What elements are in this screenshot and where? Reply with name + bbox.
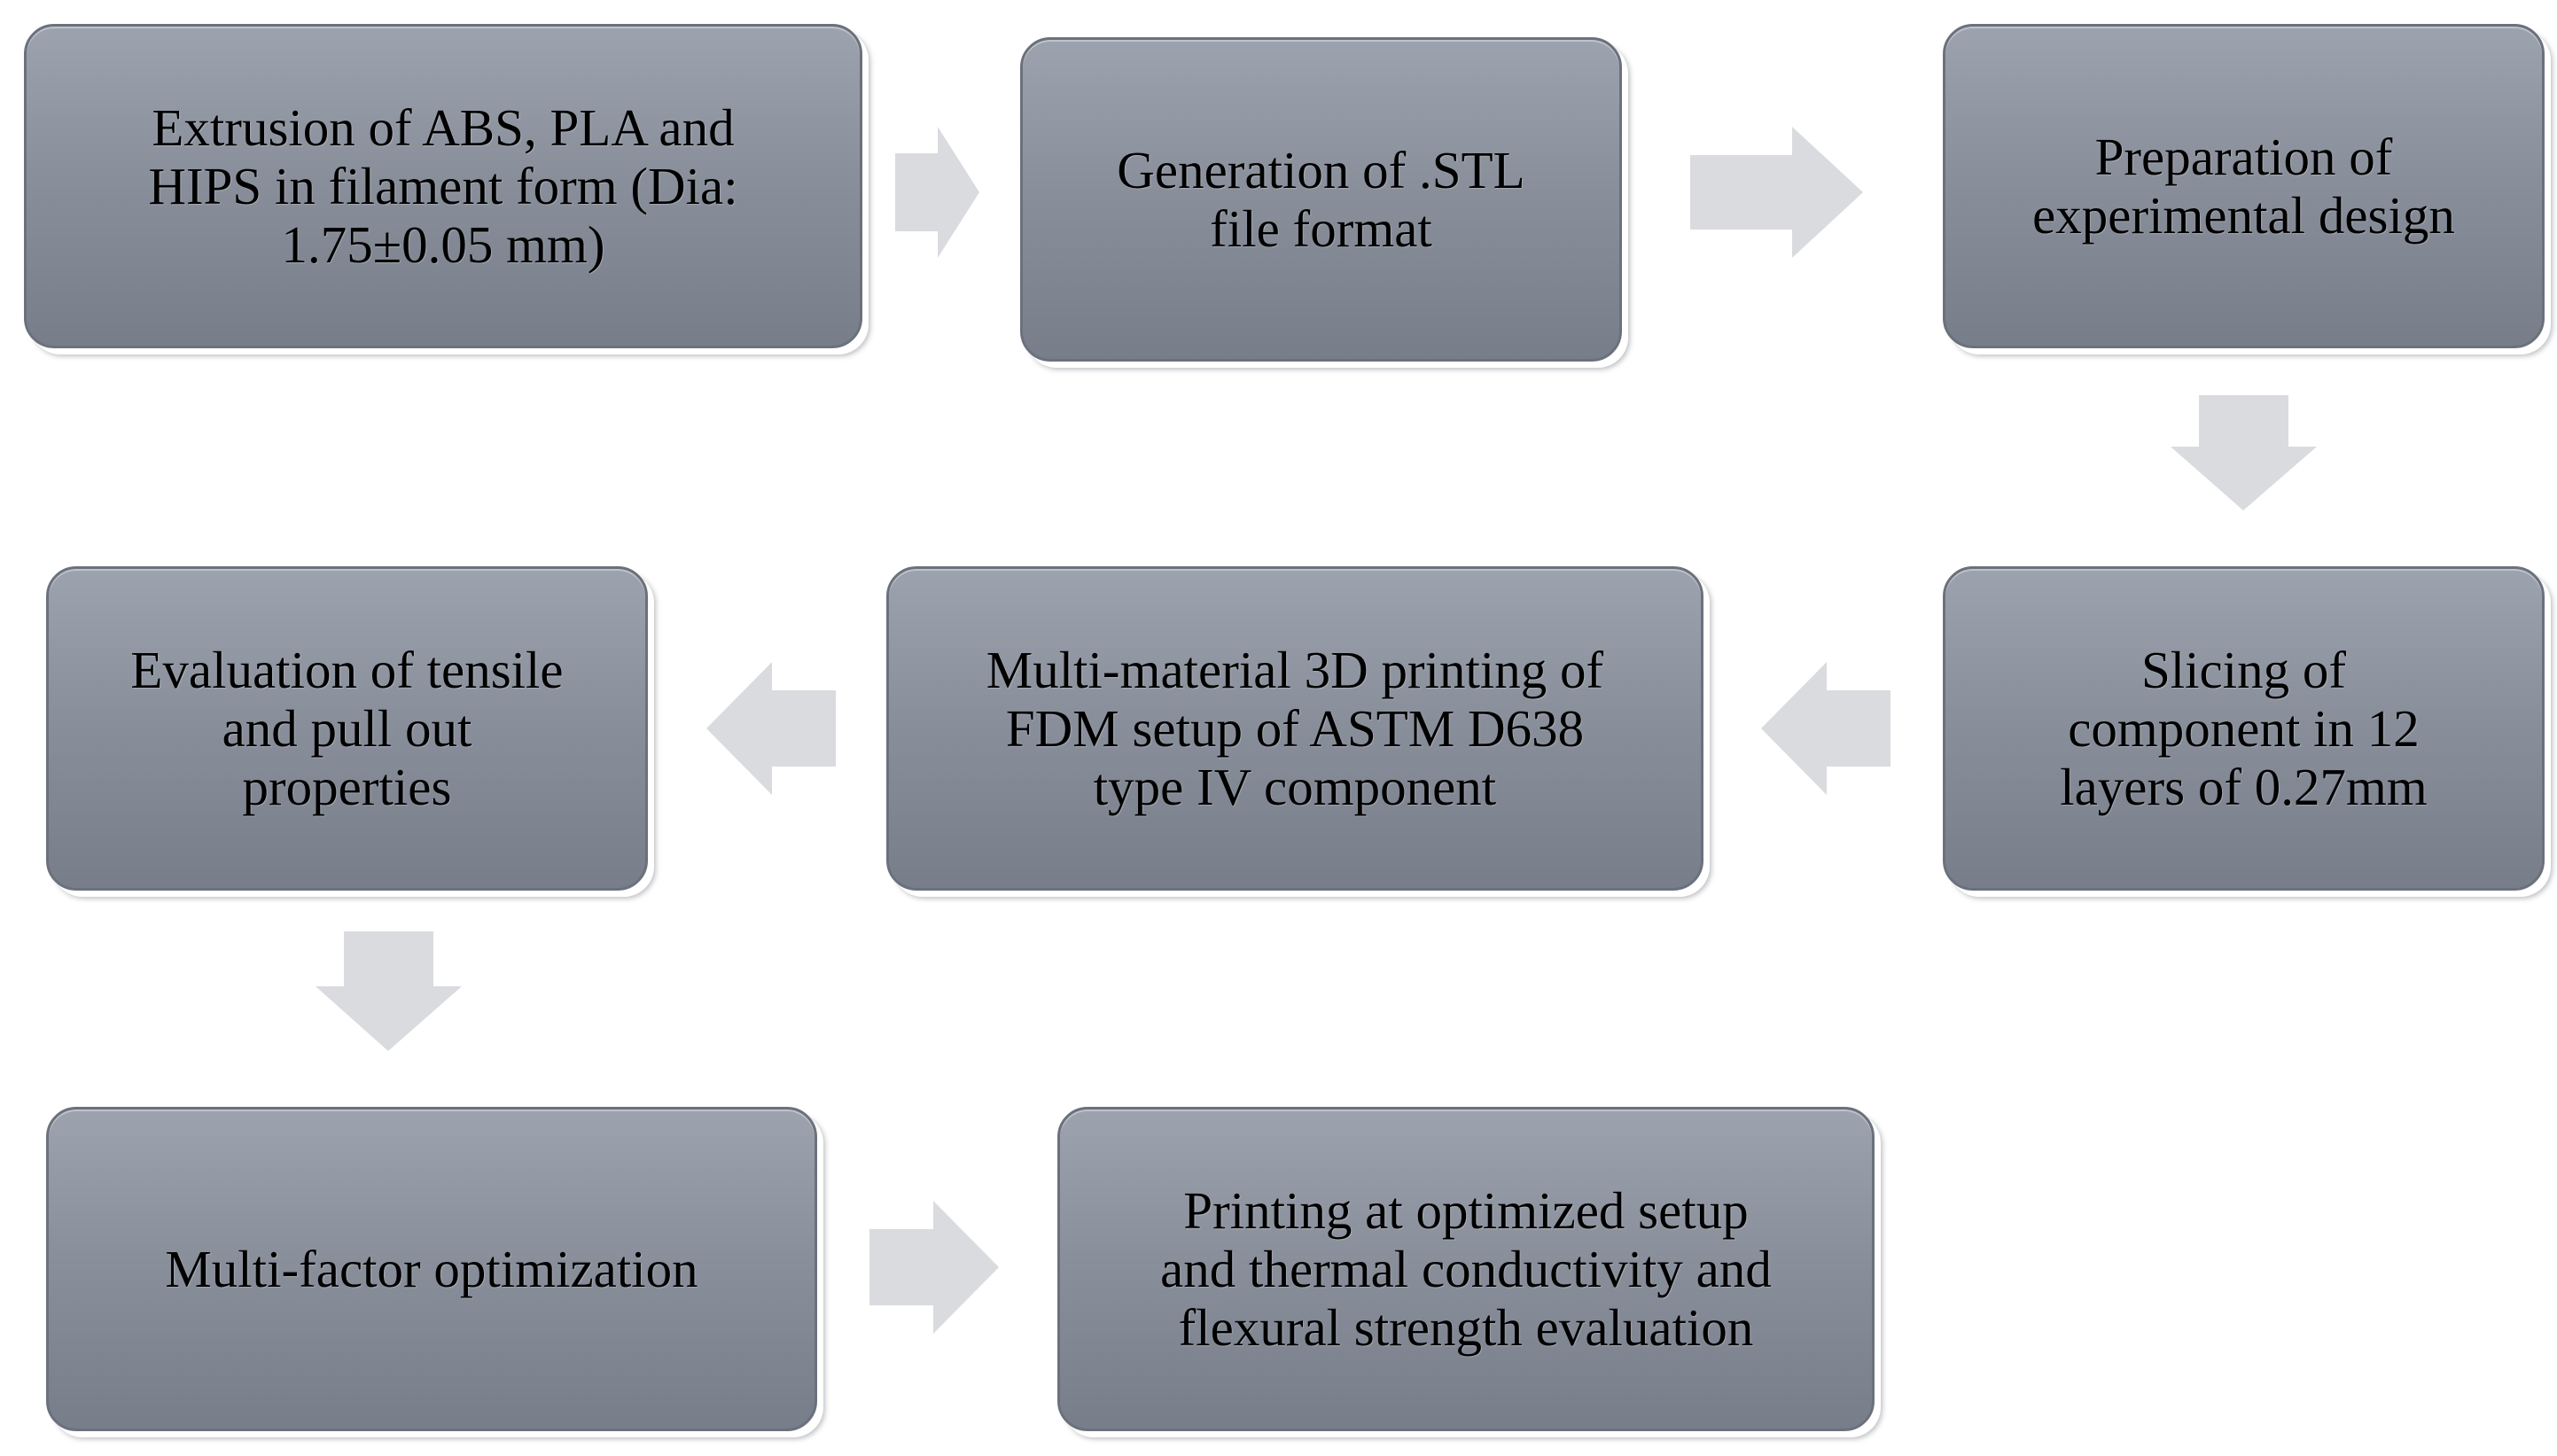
step-final-printing-label: Printing at optimized setup and thermal … <box>1160 1181 1772 1357</box>
step-extrusion-label: Extrusion of ABS, PLA and HIPS in filame… <box>148 98 738 274</box>
arrow-right-icon <box>895 127 979 258</box>
arrow-right-icon <box>1690 127 1863 258</box>
step-experimental-design-box: Preparation of experimental design <box>1943 24 2545 348</box>
step-experimental-design-label: Preparation of experimental design <box>2032 128 2455 245</box>
step-evaluation-box: Evaluation of tensile and pull out prope… <box>46 566 648 891</box>
arrow-down-icon <box>2171 395 2317 510</box>
step-multi-material-printing-label: Multi-material 3D printing of FDM setup … <box>986 641 1604 816</box>
step-slicing-box: Slicing of component in 12 layers of 0.2… <box>1943 566 2545 891</box>
step-multi-material-printing-box: Multi-material 3D printing of FDM setup … <box>886 566 1703 891</box>
arrow-left-icon <box>1761 662 1890 795</box>
arrow-left-icon <box>706 662 836 795</box>
step-stl-generation-label: Generation of .STL file format <box>1117 141 1525 258</box>
arrow-right-icon <box>869 1201 999 1334</box>
step-extrusion-box: Extrusion of ABS, PLA and HIPS in filame… <box>24 24 862 348</box>
step-stl-generation-box: Generation of .STL file format <box>1020 37 1622 362</box>
step-optimization-label: Multi-factor optimization <box>165 1240 698 1298</box>
arrow-down-icon <box>316 931 462 1051</box>
step-slicing-label: Slicing of component in 12 layers of 0.2… <box>2060 641 2428 816</box>
step-evaluation-label: Evaluation of tensile and pull out prope… <box>130 641 564 816</box>
step-optimization-box: Multi-factor optimization <box>46 1107 817 1431</box>
step-final-printing-box: Printing at optimized setup and thermal … <box>1057 1107 1875 1431</box>
